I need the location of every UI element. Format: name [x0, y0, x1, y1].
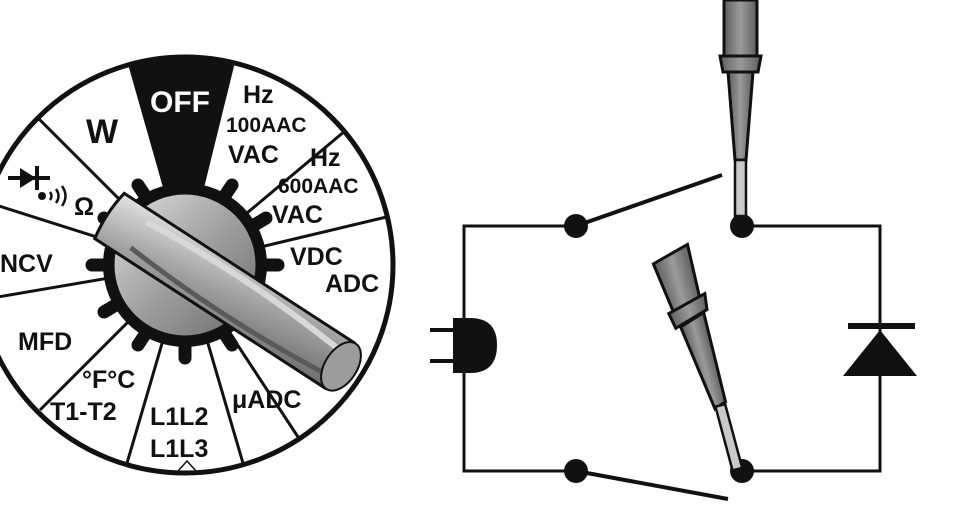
label-temp[interactable]: °F°C — [82, 366, 135, 394]
label-600a[interactable]: 600AAC — [278, 175, 359, 198]
label-uadc[interactable]: μADC — [232, 386, 301, 414]
label-vdc[interactable]: VDC — [290, 243, 343, 271]
selector-knob[interactable] — [92, 191, 369, 398]
capacitor-component — [430, 300, 497, 374]
label-ncv[interactable]: NCV — [0, 250, 53, 278]
wire-left-top — [462, 224, 576, 300]
diode — [843, 323, 917, 376]
pointer-triangle — [177, 459, 197, 472]
label-ohm[interactable]: Ω — [74, 193, 94, 221]
label-hz-2[interactable]: Hz — [310, 144, 341, 172]
label-mfd[interactable]: MFD — [18, 328, 72, 356]
label-l1l2[interactable]: L1L2 — [150, 403, 208, 431]
switch-top — [575, 173, 723, 228]
label-hz-1[interactable]: Hz — [243, 81, 274, 109]
wire-left-bottom — [462, 374, 576, 473]
label-100a[interactable]: 100AAC — [226, 114, 307, 137]
wire-right — [742, 224, 882, 473]
switch-bottom — [575, 469, 729, 501]
label-adc[interactable]: ADC — [325, 270, 379, 298]
label-vac-2[interactable]: VAC — [272, 201, 323, 229]
label-vac-1[interactable]: VAC — [228, 141, 279, 169]
node-switch-bottom-left — [564, 459, 588, 483]
off-segment[interactable] — [124, 50, 238, 265]
node-switch-top-right — [730, 214, 754, 238]
rotary-dial: OFF W Hz 100AAC VAC Hz 600AAC VAC VDC AD… — [0, 50, 396, 476]
label-l1l3[interactable]: L1L3 — [150, 435, 208, 463]
diode-continuity-icon[interactable] — [8, 166, 67, 207]
circuit — [462, 173, 882, 501]
test-probe-top — [718, 0, 763, 218]
test-probe-bottom — [651, 242, 744, 472]
node-switch-top-left — [564, 214, 588, 238]
label-t1t2[interactable]: T1-T2 — [50, 398, 117, 426]
label-off[interactable]: OFF — [150, 86, 210, 119]
label-w[interactable]: W — [86, 113, 119, 151]
